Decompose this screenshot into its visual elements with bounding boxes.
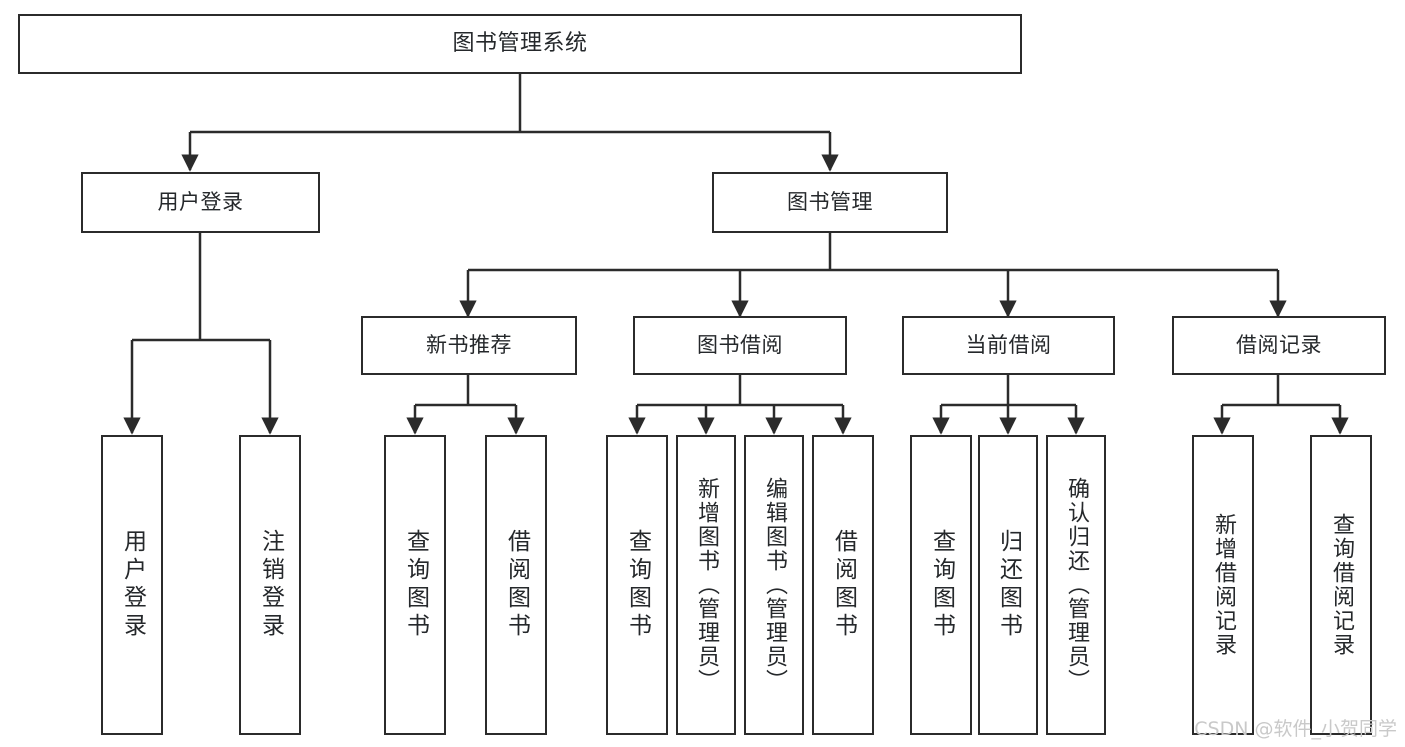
node-label: 新书推荐 xyxy=(426,332,512,357)
node-current-borrow[interactable]: 当前借阅 xyxy=(902,316,1115,375)
node-label: 新增图书（管理员） xyxy=(694,477,719,693)
node-label: 查询图书 xyxy=(928,529,955,641)
leaf-query-borrow-record[interactable]: 查询借阅记录 xyxy=(1310,435,1372,735)
leaf-borrow-book-recommend[interactable]: 借阅图书 xyxy=(485,435,547,735)
leaf-borrow-book[interactable]: 借阅图书 xyxy=(812,435,874,735)
node-new-book-recommend[interactable]: 新书推荐 xyxy=(361,316,577,375)
node-borrow-record[interactable]: 借阅记录 xyxy=(1172,316,1386,375)
watermark-text: CSDN @软件_小贺同学 xyxy=(1194,718,1397,740)
leaf-edit-book-admin[interactable]: 编辑图书（管理员） xyxy=(744,435,804,735)
node-label: 图书管理系统 xyxy=(452,30,588,56)
node-label: 查询图书 xyxy=(402,529,429,641)
node-label: 用户登录 xyxy=(157,189,244,214)
node-label: 借阅记录 xyxy=(1236,332,1322,357)
leaf-return-book[interactable]: 归还图书 xyxy=(978,435,1038,735)
leaf-logout[interactable]: 注销登录 xyxy=(239,435,301,735)
leaf-add-book-admin[interactable]: 新增图书（管理员） xyxy=(676,435,736,735)
node-label: 确认归还（管理员） xyxy=(1064,477,1089,693)
leaf-add-borrow-record[interactable]: 新增借阅记录 xyxy=(1192,435,1254,735)
leaf-user-login[interactable]: 用户登录 xyxy=(101,435,163,735)
node-label: 归还图书 xyxy=(995,529,1022,641)
node-book-management-system[interactable]: 图书管理系统 xyxy=(18,14,1022,74)
leaf-query-book-current[interactable]: 查询图书 xyxy=(910,435,972,735)
node-label: 用户登录 xyxy=(119,529,146,641)
node-book-management[interactable]: 图书管理 xyxy=(712,172,948,233)
node-book-borrow[interactable]: 图书借阅 xyxy=(633,316,847,375)
node-label: 注销登录 xyxy=(257,529,284,641)
leaf-query-book-borrow[interactable]: 查询图书 xyxy=(606,435,668,735)
node-label: 图书借阅 xyxy=(697,332,783,357)
node-label: 编辑图书（管理员） xyxy=(762,477,787,693)
node-label: 查询借阅记录 xyxy=(1329,513,1354,657)
node-user-login[interactable]: 用户登录 xyxy=(81,172,320,233)
node-label: 图书管理 xyxy=(787,189,873,214)
node-label: 查询图书 xyxy=(624,529,651,641)
node-label: 新增借阅记录 xyxy=(1211,513,1236,657)
node-label: 当前借阅 xyxy=(965,332,1052,357)
leaf-query-book-recommend[interactable]: 查询图书 xyxy=(384,435,446,735)
node-label: 借阅图书 xyxy=(503,529,530,641)
node-label: 借阅图书 xyxy=(830,529,857,641)
leaf-confirm-return-admin[interactable]: 确认归还（管理员） xyxy=(1046,435,1106,735)
